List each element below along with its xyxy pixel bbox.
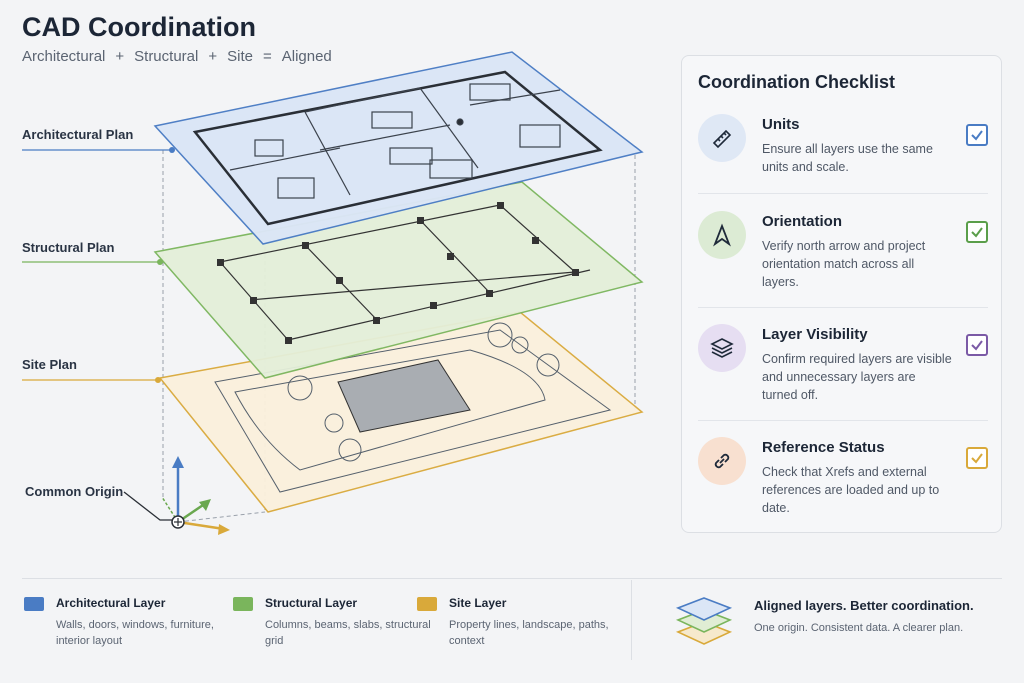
subtitle-equals: = xyxy=(262,48,272,65)
checklist-item-desc: Verify north arrow and project orientati… xyxy=(762,239,926,289)
legend-title: Architectural Layer xyxy=(56,596,166,610)
subtitle-plus-2: + xyxy=(208,48,218,65)
layer-stack-diagram xyxy=(22,51,644,535)
subtitle-site: Site xyxy=(227,48,253,65)
legend-title: Site Layer xyxy=(449,596,507,610)
units-checkbox[interactable] xyxy=(966,124,988,146)
legend-divider xyxy=(22,578,1002,579)
subtitle-architectural: Architectural xyxy=(22,48,106,65)
ruler-icon xyxy=(698,114,746,162)
legend-desc: Property lines, landscape, paths, contex… xyxy=(449,619,609,647)
checklist-item-title: Orientation xyxy=(762,213,843,230)
subtitle-plus-1: + xyxy=(115,48,125,65)
check-icon xyxy=(971,340,983,351)
checklist-divider xyxy=(698,420,988,421)
label-leaders xyxy=(22,147,175,521)
subtitle-structural: Structural xyxy=(134,48,199,65)
legend-title: Structural Layer xyxy=(265,596,358,610)
check-icon xyxy=(971,227,983,238)
orientation-checkbox[interactable] xyxy=(966,221,988,243)
page-title: CAD Coordination xyxy=(22,12,256,42)
north-arrow-icon xyxy=(698,211,746,259)
checklist-item-desc: Ensure all layers use the same units and… xyxy=(762,142,933,174)
structural-columns xyxy=(217,202,579,344)
architectural-plan-label: Architectural Plan xyxy=(22,127,134,142)
reference-status-checkbox[interactable] xyxy=(966,447,988,469)
legend-desc: Columns, beams, slabs, structural grid xyxy=(265,619,431,647)
legend-swatch xyxy=(417,597,437,611)
checklist-item-desc: Confirm required layers are visible and … xyxy=(762,352,952,402)
legend-swatch xyxy=(24,597,44,611)
checklist-divider xyxy=(698,307,988,308)
page-subtitle: Architectural + Structural + Site = Alig… xyxy=(22,48,332,65)
checklist-item-desc: Check that Xrefs and external references… xyxy=(762,465,940,515)
tagline-subtext: One origin. Consistent data. A clearer p… xyxy=(754,622,964,634)
tagline: Aligned layers. Better coordination. xyxy=(754,598,974,613)
check-icon xyxy=(971,130,983,141)
common-origin-axes xyxy=(161,456,230,535)
site-plan-label: Site Plan xyxy=(22,357,77,372)
subtitle-aligned: Aligned xyxy=(281,48,332,65)
stacked-layers-icon xyxy=(675,597,733,645)
link-icon xyxy=(698,437,746,485)
coordination-checklist: Coordination Checklist Units Ensure all … xyxy=(681,55,1002,533)
legend-swatch xyxy=(233,597,253,611)
legend-desc: Walls, doors, windows, furniture, interi… xyxy=(56,619,214,647)
architectural-plan-layer xyxy=(153,51,644,245)
checklist-title: Coordination Checklist xyxy=(698,72,896,92)
checklist-divider xyxy=(698,193,988,194)
structural-plan-label: Structural Plan xyxy=(22,240,115,255)
layers-icon xyxy=(698,324,746,372)
layer-visibility-checkbox[interactable] xyxy=(966,334,988,356)
checklist-item-title: Layer Visibility xyxy=(762,326,868,343)
common-origin-label: Common Origin xyxy=(25,484,124,499)
checklist-item-title: Units xyxy=(762,116,800,133)
check-icon xyxy=(971,453,983,464)
legend-separator xyxy=(631,580,632,660)
checklist-item-title: Reference Status xyxy=(762,439,885,456)
